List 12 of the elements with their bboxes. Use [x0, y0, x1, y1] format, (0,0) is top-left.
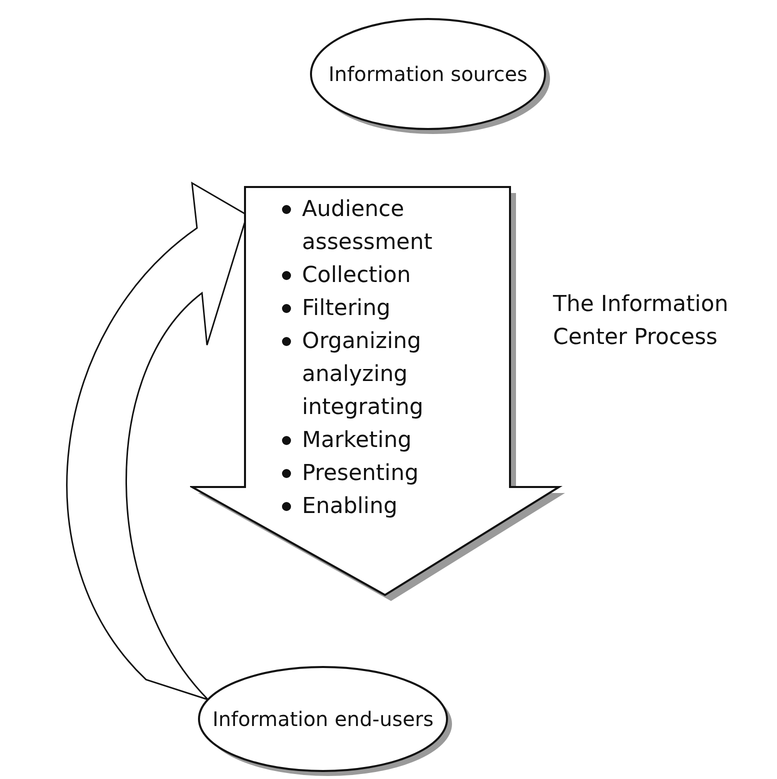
list-item: Marketing [302, 428, 412, 453]
list-item: Enabling [302, 494, 398, 519]
list-item: Filtering [302, 296, 391, 321]
list-item: Audience assessment [302, 197, 432, 255]
ellipse-node [198, 666, 454, 778]
node-label: Information end-users [211, 706, 435, 733]
node-label: Information sources [328, 61, 528, 88]
list-item: Organizing analyzing integrating [302, 329, 424, 420]
list-item: Presenting [302, 461, 419, 486]
side-label: The Information Center Process [553, 291, 730, 352]
ellipse-node [310, 18, 552, 136]
list-item: Collection [302, 263, 411, 288]
